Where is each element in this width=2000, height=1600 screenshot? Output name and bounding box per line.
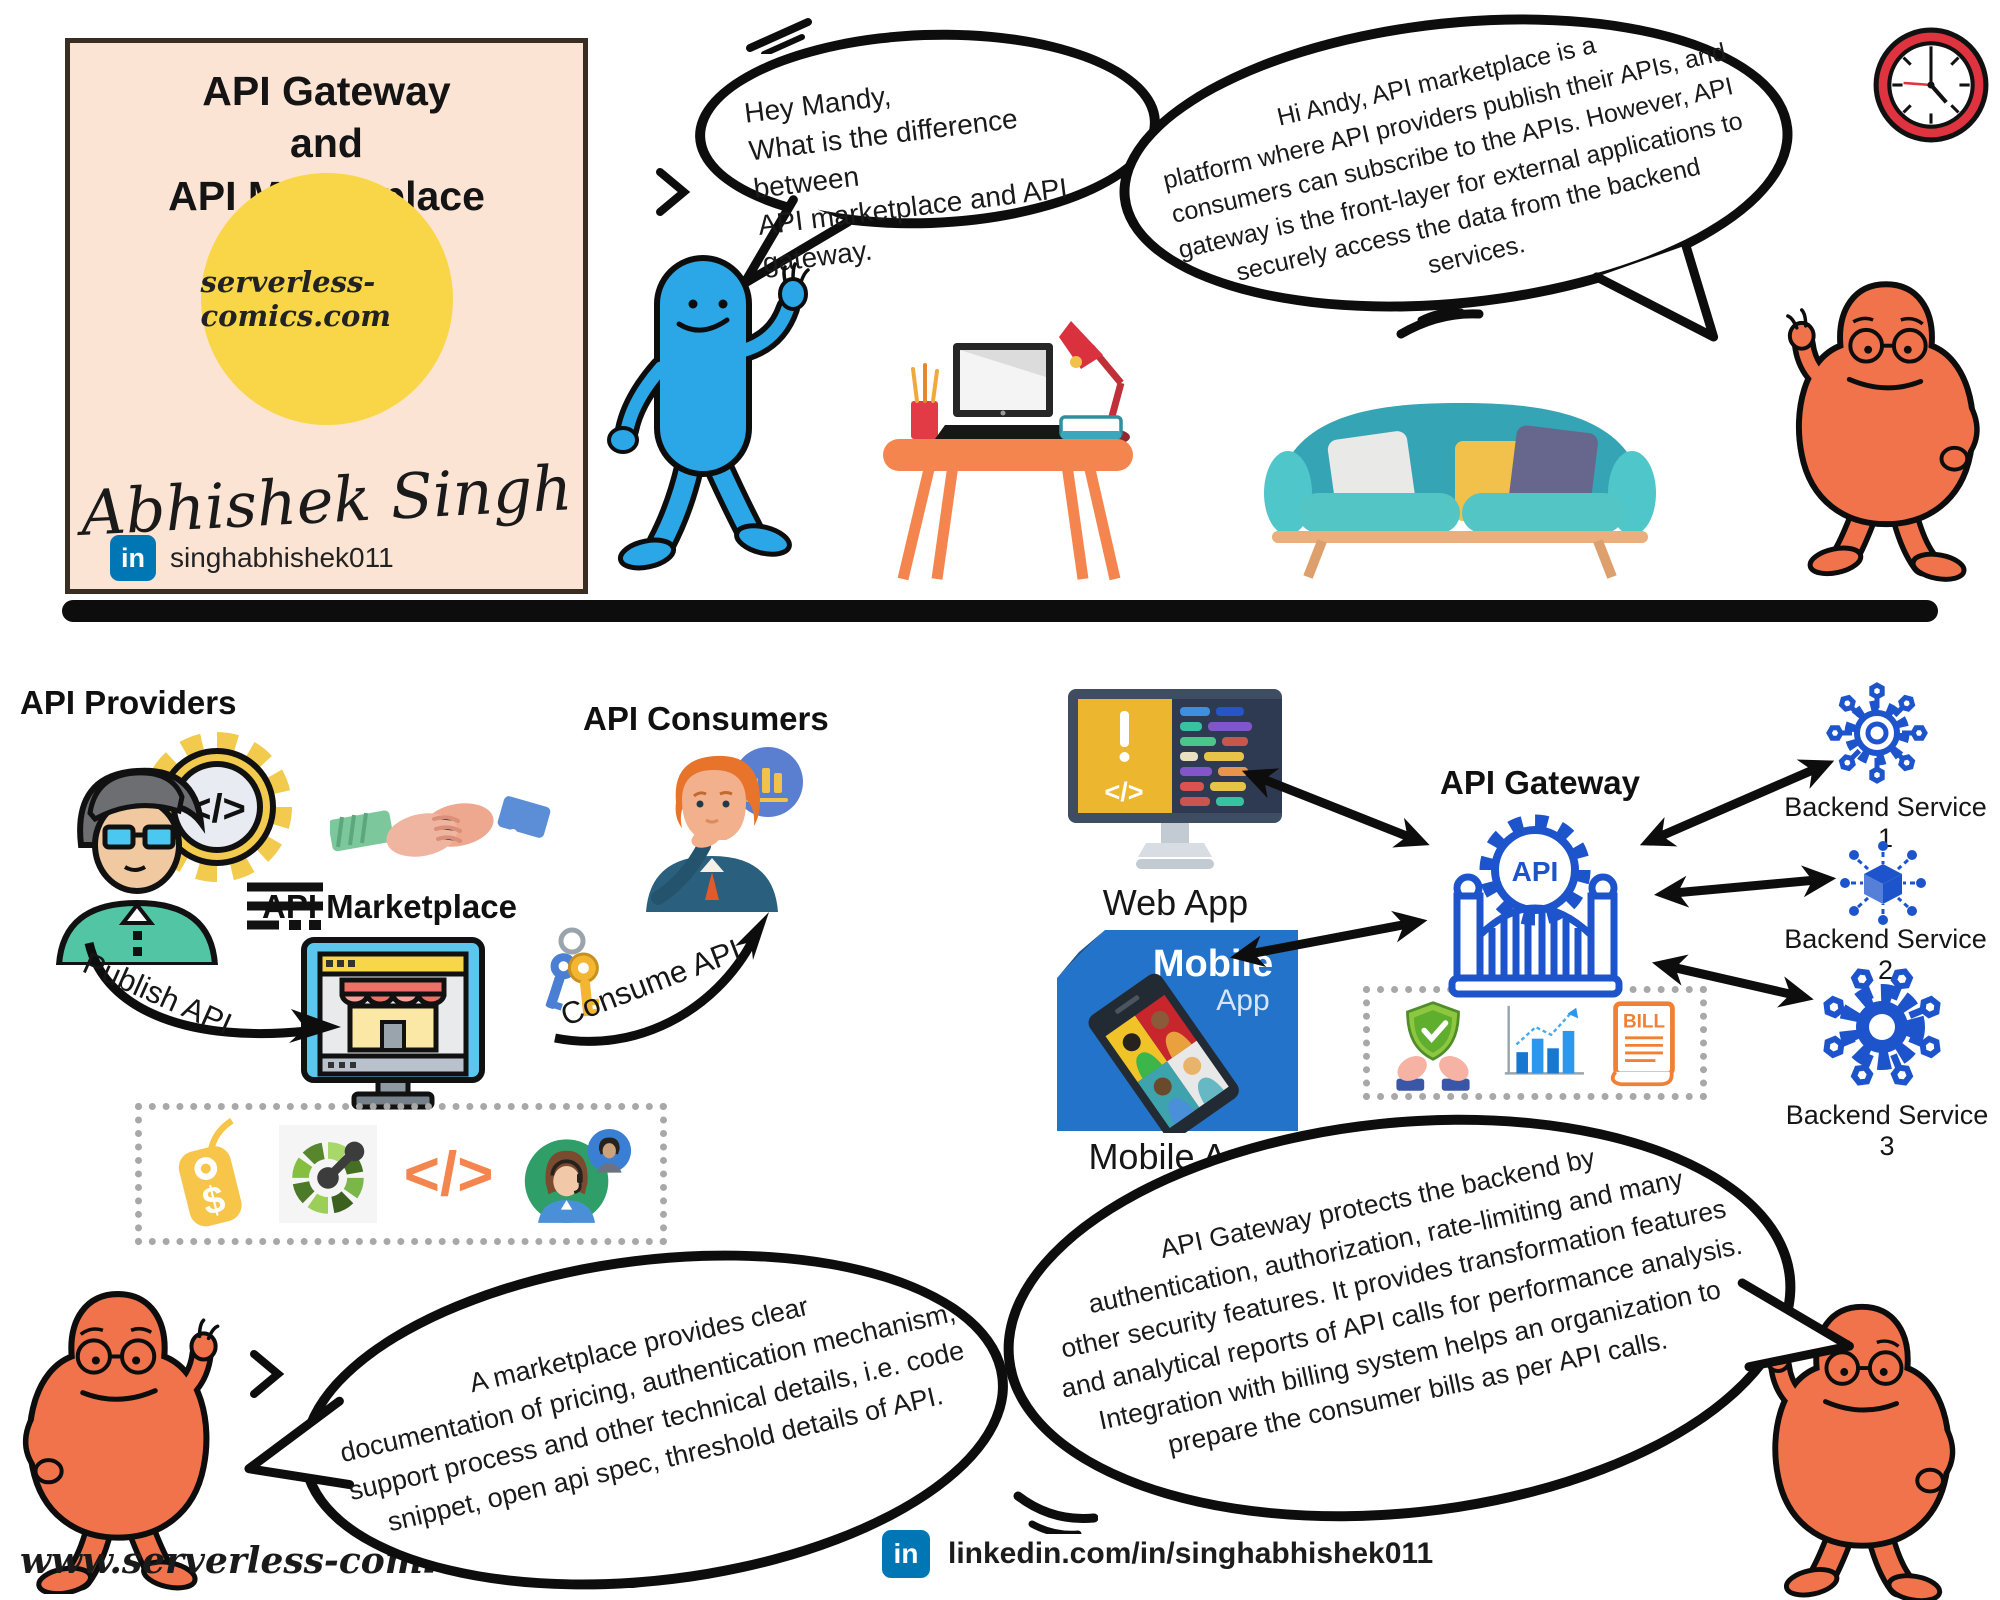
yellow-circle: serverless-comics.com xyxy=(200,173,453,425)
bubble-tail xyxy=(1737,1278,1854,1372)
website-script: serverless-comics.com xyxy=(200,265,391,333)
providers-heading: API Providers xyxy=(20,684,237,721)
web-code-glyph: </> xyxy=(1104,777,1143,807)
desk-icon xyxy=(883,321,1133,581)
arrow-gateway-backend3 xyxy=(1651,954,1814,1008)
accent-mark xyxy=(746,18,812,54)
gauge-icon xyxy=(278,1125,377,1223)
consumer-icon xyxy=(646,747,803,912)
linkedin-icon: in xyxy=(882,1530,930,1578)
arrow-webapp-gateway xyxy=(1241,768,1430,848)
gear-network-solid-icon xyxy=(1823,968,1941,1086)
gear-network-icon xyxy=(1826,682,1928,784)
analytics-icon xyxy=(1504,1005,1584,1075)
bubble-tail xyxy=(1592,240,1719,342)
storefront-icon xyxy=(301,937,485,1110)
consumers-heading: API Consumers xyxy=(583,700,829,737)
publish-arrow xyxy=(84,941,341,1043)
api-gateway-icon: API xyxy=(1448,814,1623,998)
speech-bubble-gateway-note: API Gateway protects the backend by auth… xyxy=(983,1077,1854,1559)
backend-service-3-label: Backend Service 3 xyxy=(1785,1100,1989,1161)
linkedin-icon: in xyxy=(110,535,156,581)
web-app-icon: </> xyxy=(1068,689,1282,869)
accent-mark xyxy=(656,168,691,216)
developer-icon: </> xyxy=(55,732,323,965)
accent-mark xyxy=(250,1350,285,1398)
bubble-tail xyxy=(244,1396,355,1490)
panel-divider xyxy=(62,600,1938,622)
wall-clock-icon xyxy=(1873,27,1989,143)
price-tag-icon: $ xyxy=(179,1118,242,1227)
footer-linkedin-url: linkedin.com/in/singhabhishek011 xyxy=(948,1537,1434,1570)
web-app-label: Web App xyxy=(1102,882,1249,923)
cube-network-icon xyxy=(1840,841,1926,925)
gateway-icon-text: API xyxy=(1512,856,1559,887)
marketplace-features-box: $ </> xyxy=(135,1103,667,1245)
accent-mark xyxy=(1013,1491,1098,1534)
speech-bubble-marketplace-note: A marketplace provides clear documentati… xyxy=(244,1212,1028,1600)
support-icon xyxy=(524,1128,631,1223)
shield-hands-icon xyxy=(1395,1001,1470,1091)
speech-bubble-answer: Hi Andy, API marketplace is a platform w… xyxy=(1104,0,1808,343)
gateway-features-box: BILL xyxy=(1363,986,1707,1100)
marketplace-heading: API Marketplace xyxy=(262,888,517,925)
bill-icon: BILL xyxy=(1610,1001,1675,1087)
character-mandy xyxy=(1772,262,2000,590)
speech-bubble-question: Hey Mandy, What is the difference betwee… xyxy=(691,21,1164,288)
character-andy xyxy=(607,255,810,571)
arrow-mobileapp-gateway xyxy=(1229,910,1428,968)
mobile-icon-subtitle: App xyxy=(1216,984,1269,1017)
handshake-icon xyxy=(330,796,551,857)
consume-arrow xyxy=(554,912,769,1046)
bill-icon-text: BILL xyxy=(1622,1011,1664,1032)
linkedin-handle: singhabhishek011 xyxy=(170,542,394,573)
arrow-gateway-backend1 xyxy=(1639,759,1835,847)
code-icon: </> xyxy=(403,1139,494,1209)
gateway-heading: API Gateway xyxy=(1440,764,1640,801)
title-card: API Gateway and API Marketplace serverle… xyxy=(65,38,588,594)
accent-mark xyxy=(1396,308,1484,339)
couch-icon xyxy=(1264,403,1656,579)
arrow-gateway-backend2 xyxy=(1653,865,1837,908)
keys-icon xyxy=(545,927,600,1017)
backend-service-2-label: Backend Service 2 xyxy=(1784,924,1987,985)
